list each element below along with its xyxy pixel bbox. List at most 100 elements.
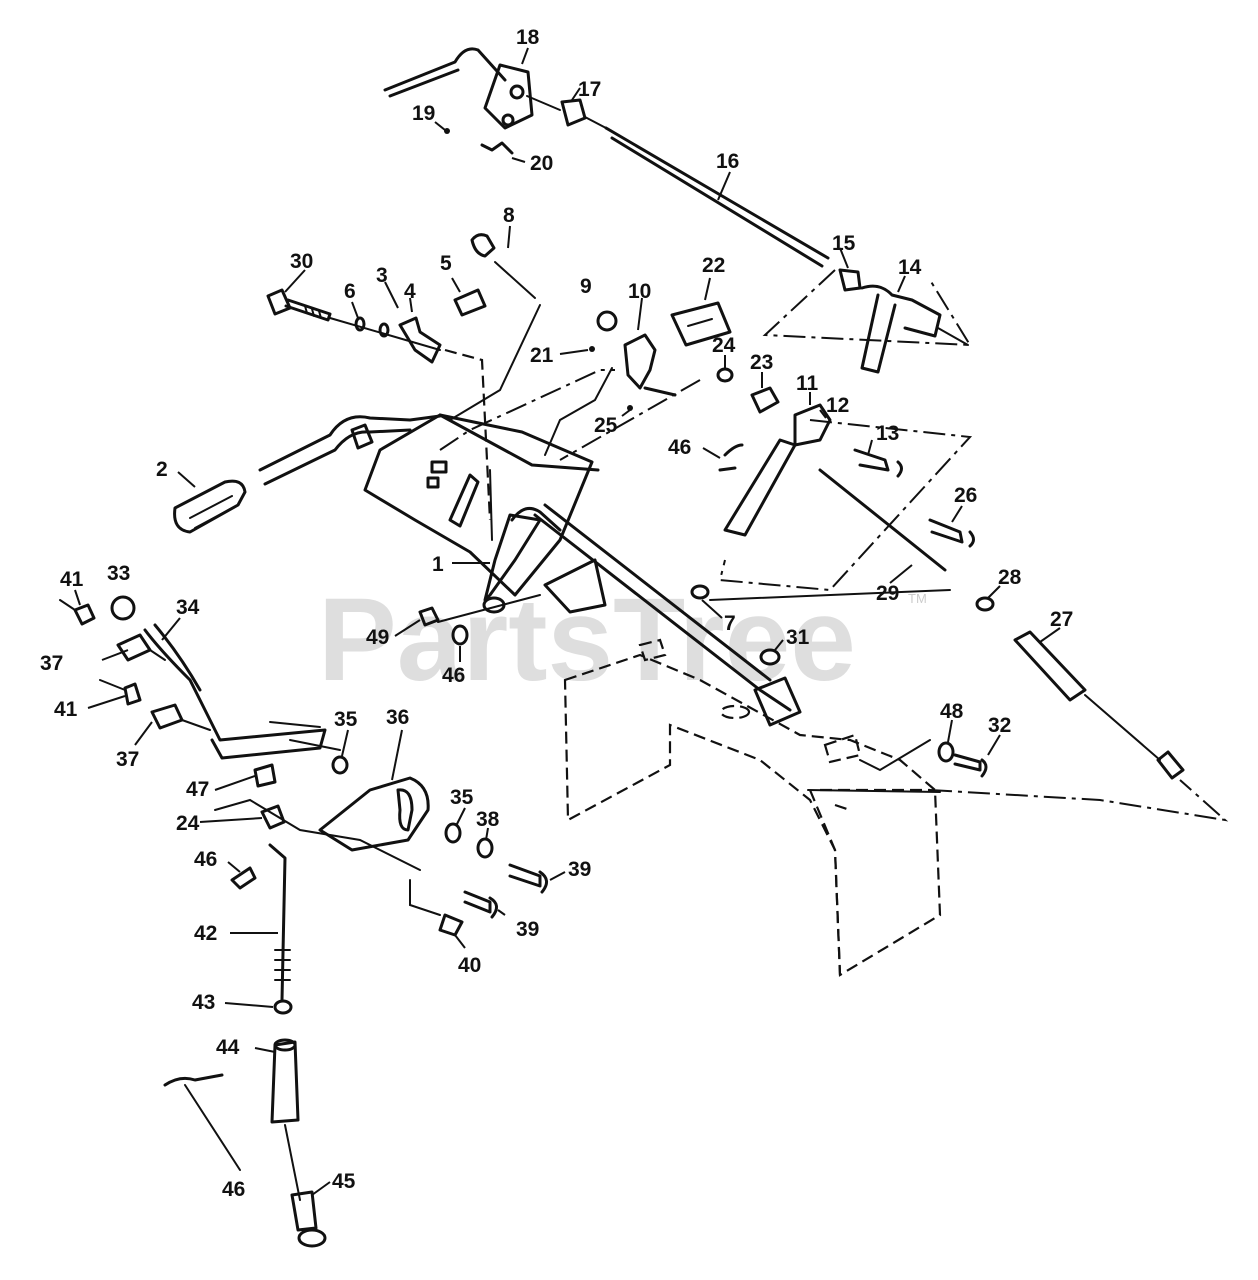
part-12-arm: [723, 438, 797, 537]
leader-7: [701, 599, 723, 619]
axis-line-14: [937, 327, 969, 346]
callout-42: 42: [194, 922, 217, 945]
part-1-plate-edge: [438, 413, 600, 472]
part-39-bolt-b: [463, 890, 492, 914]
part-30-head: [266, 288, 292, 316]
callout-39-a: 39: [568, 858, 591, 881]
callout-38: 38: [476, 808, 500, 831]
part-lever-handle-top-edge: [388, 68, 460, 98]
watermark: PartsTree: [318, 574, 856, 706]
leader-6: [351, 301, 359, 319]
part-34-rod: [153, 623, 202, 692]
dashed-tab: [638, 638, 667, 662]
leader-30: [284, 269, 306, 293]
part-36-plate: [318, 776, 430, 852]
part-13-head: [896, 460, 903, 478]
callout-17: 17: [578, 78, 601, 101]
handle-2: [173, 414, 442, 534]
part-1-slot-long: [448, 473, 480, 528]
leader-10-plate: [544, 367, 613, 456]
dashed-frame-inner: [808, 789, 842, 976]
callout-1: 1: [432, 553, 444, 576]
part-37-stud-top: [116, 633, 152, 662]
callout-23: 23: [750, 351, 773, 374]
part-25-pin: [627, 405, 633, 411]
part-21-pin: [589, 346, 595, 352]
part-15-bushing: [838, 268, 862, 292]
part-41-nut-top: [73, 603, 96, 626]
part-7-nut: [690, 584, 710, 600]
leader-48: [947, 719, 953, 743]
part-6-washer-b: [378, 322, 390, 338]
part-10-bracket: [623, 333, 657, 390]
part-26-head: [968, 530, 975, 548]
part-43-nut: [273, 999, 293, 1015]
dash-4-plate: [444, 348, 492, 521]
part-1-slot: [430, 460, 448, 474]
long-arm: [533, 503, 802, 727]
leader-26: [951, 505, 963, 523]
part-14-arm: [860, 293, 897, 374]
leader-10: [637, 297, 643, 331]
callout-46-mid: 46: [442, 664, 465, 687]
callout-37-top: 37: [40, 652, 63, 675]
dashdot-14-15: [762, 269, 972, 347]
callout-24-lower: 24: [176, 812, 200, 835]
right-lever-group: [559, 367, 1185, 780]
part-45-pin: [290, 1190, 318, 1232]
callout-22: 22: [702, 254, 725, 277]
part-18-hole-lower: [501, 113, 515, 127]
part-lever-handle-top: [383, 47, 507, 92]
part-33-circle: [110, 595, 136, 621]
callout-31: 31: [786, 626, 810, 649]
callout-6: 6: [344, 280, 356, 303]
leader-20: [511, 157, 526, 163]
part-2-knob: [173, 479, 247, 534]
callout-33: 33: [107, 562, 130, 585]
leader-21: [559, 349, 589, 355]
callout-49: 49: [366, 626, 389, 649]
leader-47: [214, 775, 256, 791]
part-27-spring: [1013, 630, 1087, 702]
part-1-lower-tab: [543, 558, 607, 614]
part-9-ball: [596, 310, 618, 332]
part-8-stem: [494, 261, 536, 299]
part-14-lever: [860, 284, 942, 338]
part-45-shaft: [284, 1124, 301, 1201]
callout-24-upper: 24: [712, 334, 736, 357]
part-41-nut-lower: [123, 682, 142, 706]
callout-19: 19: [412, 102, 435, 125]
leader-15: [839, 247, 849, 269]
leader-43: [224, 1002, 274, 1008]
lower-left-assembly: [59, 595, 548, 1248]
callout-34: 34: [176, 596, 200, 619]
callout-44: 44: [216, 1036, 240, 1059]
leader-45: [311, 1181, 331, 1196]
part-46-clip-lower: [230, 866, 257, 890]
dashed-frame: [563, 653, 942, 977]
part-39-bolt-a: [508, 863, 542, 888]
part-16-rod-edge: [610, 136, 824, 268]
part-23-spacer: [750, 386, 780, 414]
part-1-plate: [363, 413, 594, 597]
leader-32: [987, 734, 1001, 756]
part-2-knob-grip: [189, 495, 237, 529]
leader-39-a: [549, 871, 566, 881]
center-top-parts: [439, 301, 732, 456]
leader-31: [774, 639, 784, 651]
part-24-nut: [716, 367, 734, 383]
part-42-rod: [268, 843, 287, 1002]
leader-35-upper: [341, 729, 349, 757]
callout-20: 20: [530, 152, 553, 175]
part-46-washer: [451, 624, 469, 646]
callout-30: 30: [290, 250, 313, 273]
part-long-arm-edge: [543, 503, 772, 682]
callout-36: 36: [386, 706, 409, 729]
callout-3: 3: [376, 264, 388, 287]
leader-16: [717, 171, 731, 201]
callout-41-lower: 41: [54, 698, 78, 721]
leader-37-top: [101, 649, 129, 661]
leader-18: [521, 47, 529, 65]
axis-line-18-17: [526, 95, 561, 111]
part-arm-clevis: [753, 676, 802, 727]
